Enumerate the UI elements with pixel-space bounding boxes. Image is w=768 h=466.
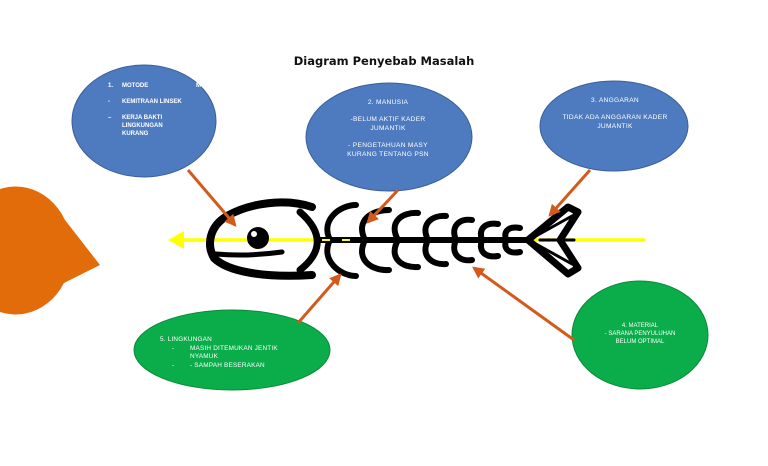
fish-rib (478, 237, 501, 260)
cause-bubble-anggaran (539, 80, 689, 172)
fish-rib (391, 237, 421, 271)
list-item: - MASIH DITEMUKAN JENTIK NYAMUK (172, 345, 330, 362)
fish-rib (391, 209, 421, 243)
list-marker: - (108, 99, 110, 106)
fish-eye (247, 227, 269, 249)
list-marker: - (172, 344, 175, 352)
cause-bubble-lingkungan (133, 309, 331, 391)
cause-lingkungan-text: 5. LINGKUNGAN - MASIH DITEMUKAN JENTIK N… (160, 336, 330, 371)
cause-lingkungan-item: - SAMPAH BESERAKAN (190, 361, 265, 369)
list-item: - KEMITRAAN LINSEK (108, 98, 228, 106)
problem-head-shape (0, 186, 100, 315)
list-marker: 1. (108, 83, 114, 89)
cause-bubble-metode (71, 64, 217, 178)
cause-lingkungan-heading: 5. LINGKUNGAN (160, 336, 212, 343)
fish-tail-fin-line (534, 214, 574, 238)
fish-rib (359, 237, 392, 274)
cause-bubble-material (571, 280, 709, 390)
cause-manusia-item: -BELUM AKTIF KADER JUMANTIK (350, 115, 426, 132)
cause-manusia-text: 2. MANUSIA -BELUM AKTIF KADER JUMANTIK -… (318, 99, 458, 167)
cause-anggaran-text: 3. ANGGARAN TIDAK ADA ANGGARAN KADER JUM… (540, 97, 690, 140)
fish-rib (451, 237, 475, 264)
list-item: – KERJA BAKTI LINGKUNGAN KURANG (108, 114, 228, 138)
cause-material-text: 4. MATERIAL - SARANA PENYULUHAN BELUM OP… (580, 322, 700, 346)
diagram-title: Diagram Penyebab Masalah (293, 54, 475, 68)
cause-metode-heading: MOTODE (122, 83, 149, 89)
list-item: 1. MOTODE (108, 82, 228, 90)
arrow-metode (186, 169, 237, 227)
arrow-anggaran (548, 169, 592, 217)
spine-arrowhead (168, 231, 184, 249)
cause-metode-item: KEMITRAAN LINSEK (122, 99, 182, 106)
cause-manusia-item: - PENGETAHUAN MASY KURANG TENTANG PSN (347, 141, 429, 158)
cause-anggaran-heading: 3. ANGGARAN (590, 97, 639, 104)
fish-rib (502, 237, 523, 256)
cause-metode-item: KERJA BAKTI LINGKUNGAN KURANG (122, 115, 163, 138)
cause-metode-text: 1. MOTODE MO - KEMITRAAN LINSEK – KERJA … (108, 82, 228, 146)
cause-anggaran-item: TIDAK ADA ANGGARAN KADER JUMANTIK (562, 113, 668, 130)
cause-metode-truncated-text: MO (196, 83, 206, 89)
cause-material-heading: 4. MATERIAL (621, 323, 659, 329)
fish-rib (422, 237, 449, 268)
cause-lingkungan-item: MASIH DITEMUKAN JENTIK NYAMUK (190, 344, 278, 361)
fish-eye-highlight (251, 231, 257, 237)
arrow-lingkungan (296, 273, 342, 324)
fish-skeleton (206, 198, 582, 280)
arrow-manusia (366, 188, 400, 224)
cause-manusia-heading: 2. MANUSIA (367, 99, 409, 106)
list-marker: - (172, 361, 175, 369)
fish-mouth (213, 249, 285, 258)
list-item: - - SAMPAH BESERAKAN (172, 362, 330, 371)
cause-bubble-manusia (305, 82, 473, 192)
fish-head-outline (206, 198, 316, 280)
arrow-material (472, 266, 575, 342)
fish-rib (324, 237, 359, 279)
fish-rib (451, 216, 475, 243)
fish-rib (422, 212, 449, 243)
cause-material-item: - SARANA PENYULUHAN BELUM OPTIMAL (604, 331, 676, 346)
fish-tail-fin-line (534, 242, 574, 266)
fish-rib (324, 202, 359, 243)
list-marker: – (108, 115, 112, 122)
